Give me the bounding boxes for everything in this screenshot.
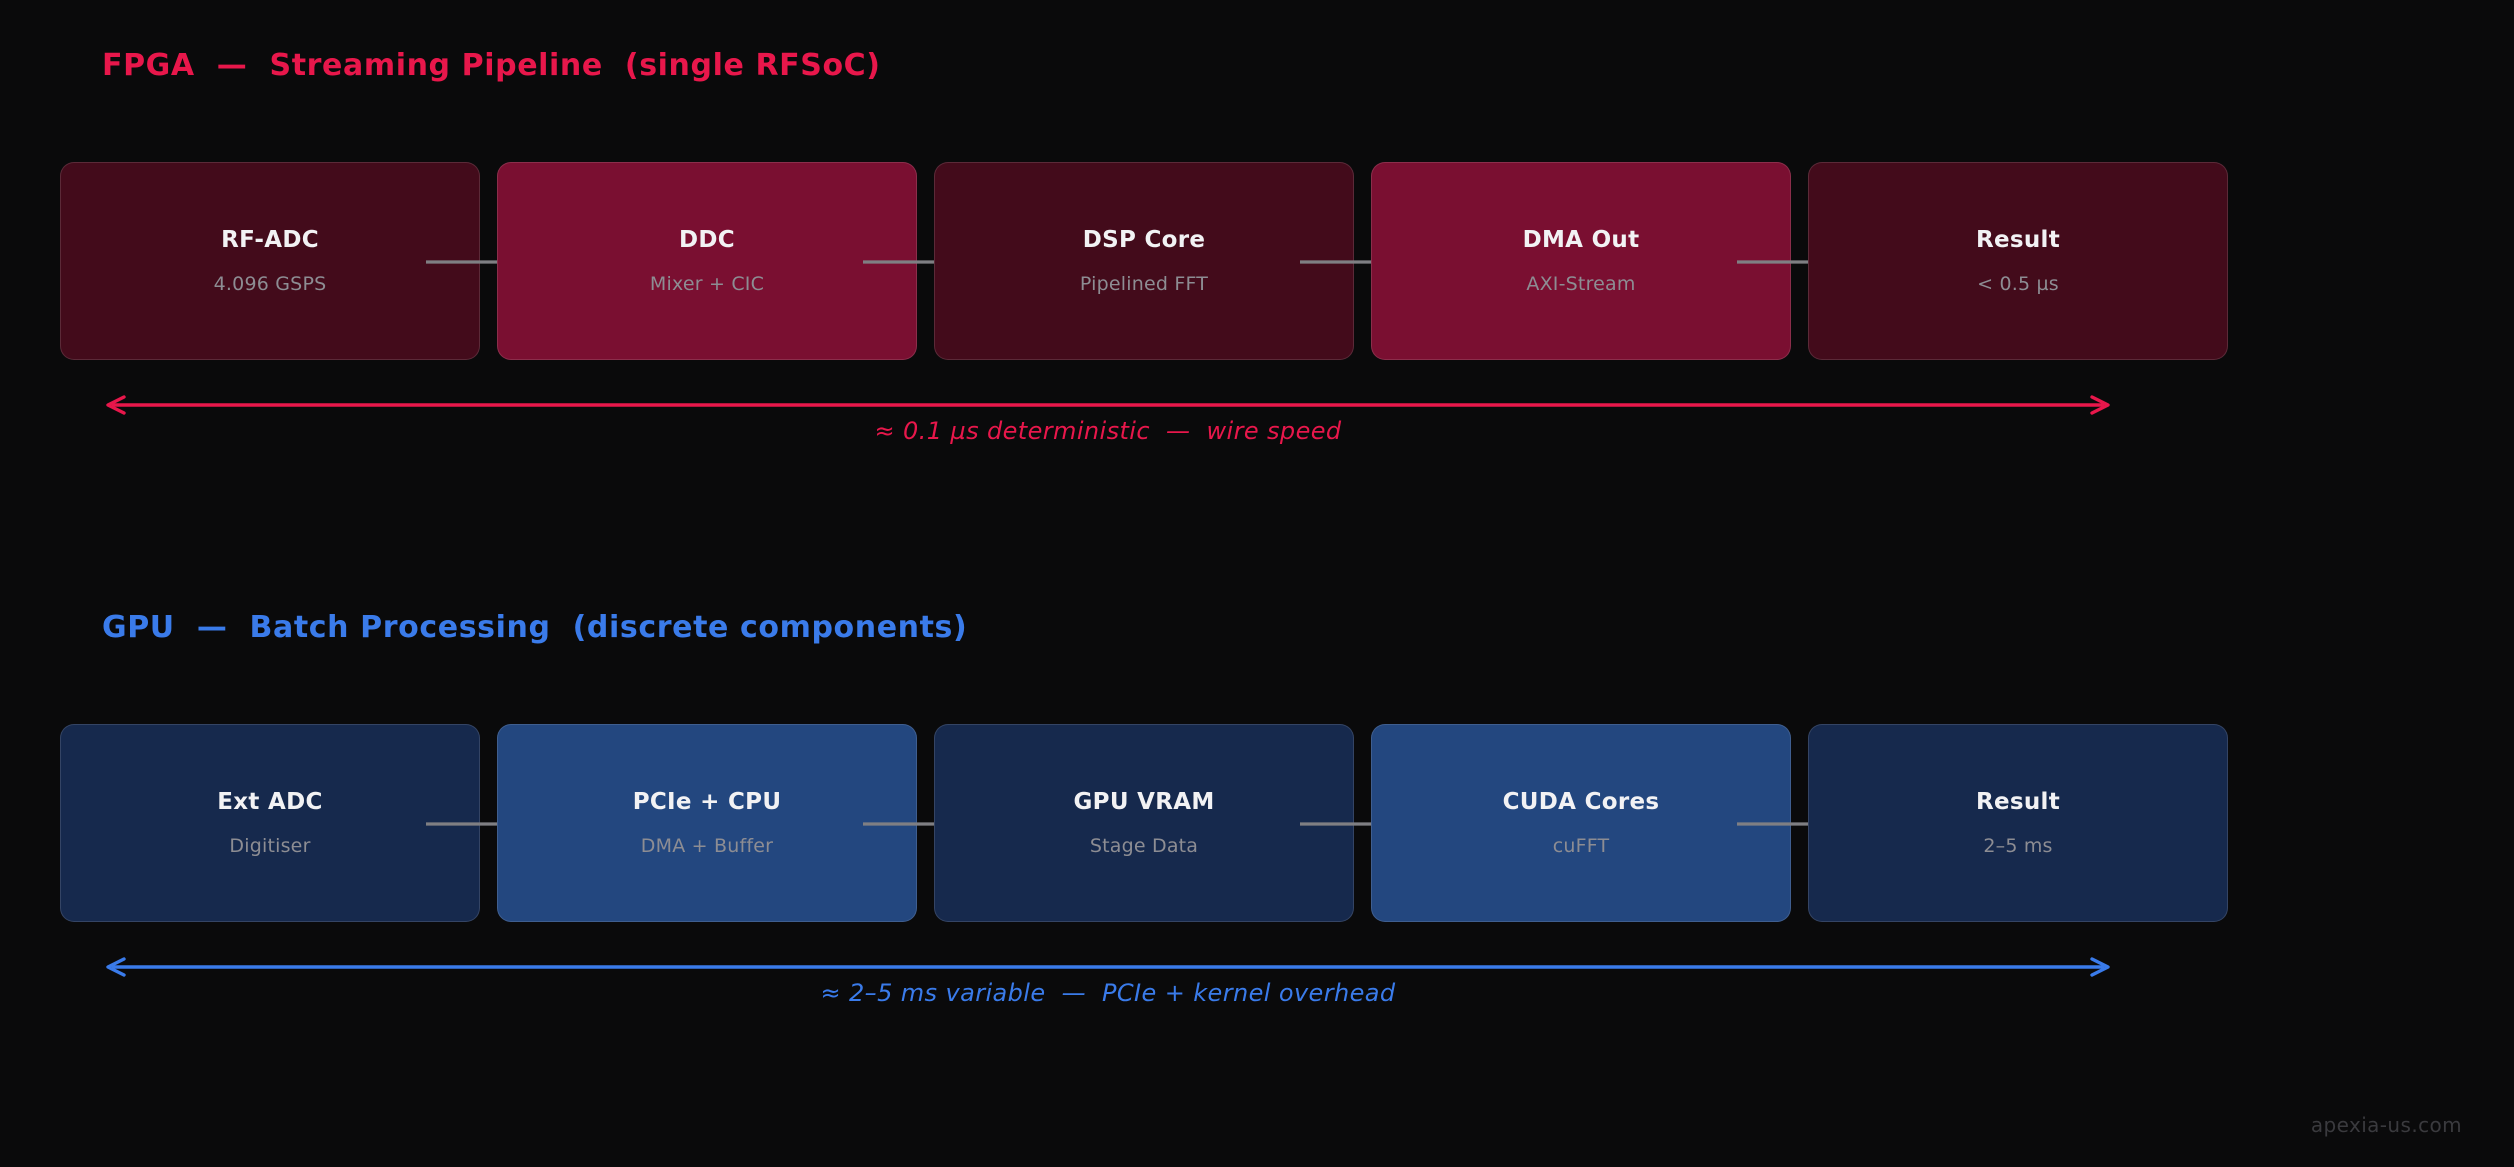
stage-title: Result — [1975, 227, 2061, 253]
stage-title: PCIe + CPU — [632, 789, 782, 815]
stage-subtitle: 2–5 ms — [1983, 835, 2053, 857]
stage-subtitle: < 0.5 µs — [1977, 273, 2059, 295]
stage-subtitle: AXI-Stream — [1526, 273, 1636, 295]
stage-box-gpu-vram[interactable]: GPU VRAM Stage Data — [934, 724, 1354, 922]
stage-box-cuda-cores[interactable]: CUDA Cores cuFFT — [1371, 724, 1791, 922]
section-title-fpga: FPGA — Streaming Pipeline (single RFSoC) — [102, 48, 881, 83]
watermark: apexia-us.com — [2310, 1113, 2462, 1137]
stage-box-ddc[interactable]: DDC Mixer + CIC — [497, 162, 917, 360]
stage-title: GPU VRAM — [1073, 789, 1215, 815]
stage-subtitle: 4.096 GSPS — [213, 273, 327, 295]
stage-subtitle: Pipelined FFT — [1079, 273, 1209, 295]
latency-label-gpu: ≈ 2–5 ms variable — PCIe + kernel overhe… — [820, 979, 1396, 1007]
stage-box-ext-adc[interactable]: Ext ADC Digitiser — [60, 724, 480, 922]
stage-title: Ext ADC — [217, 789, 323, 815]
latency-double-arrow-fpga — [98, 395, 2118, 415]
stage-title: DDC — [679, 227, 735, 253]
latency-label-fpga: ≈ 0.1 µs deterministic — wire speed — [874, 417, 1342, 445]
stage-title: CUDA Cores — [1502, 789, 1660, 815]
stage-box-pcie-cpu[interactable]: PCIe + CPU DMA + Buffer — [497, 724, 917, 922]
stage-subtitle: Stage Data — [1089, 835, 1199, 857]
stage-box-result[interactable]: Result < 0.5 µs — [1808, 162, 2228, 360]
latency-double-arrow-gpu — [98, 957, 2118, 977]
pipeline-gpu: Ext ADC Digitiser PCIe + CPU DMA + Buffer GP… — [60, 724, 2230, 922]
stage-title: DSP Core — [1082, 227, 1206, 253]
stage-subtitle: cuFFT — [1552, 835, 1610, 857]
stage-title: DMA Out — [1522, 227, 1640, 253]
stage-subtitle: DMA + Buffer — [640, 835, 774, 857]
stage-title: RF-ADC — [221, 227, 319, 253]
section-title-gpu: GPU — Batch Processing (discrete compone… — [102, 610, 968, 645]
stage-subtitle: Mixer + CIC — [649, 273, 765, 295]
stage-subtitle: Digitiser — [229, 835, 311, 857]
stage-title: Result — [1975, 789, 2061, 815]
stage-box-rf-adc[interactable]: RF-ADC 4.096 GSPS — [60, 162, 480, 360]
stage-box-result[interactable]: Result 2–5 ms — [1808, 724, 2228, 922]
